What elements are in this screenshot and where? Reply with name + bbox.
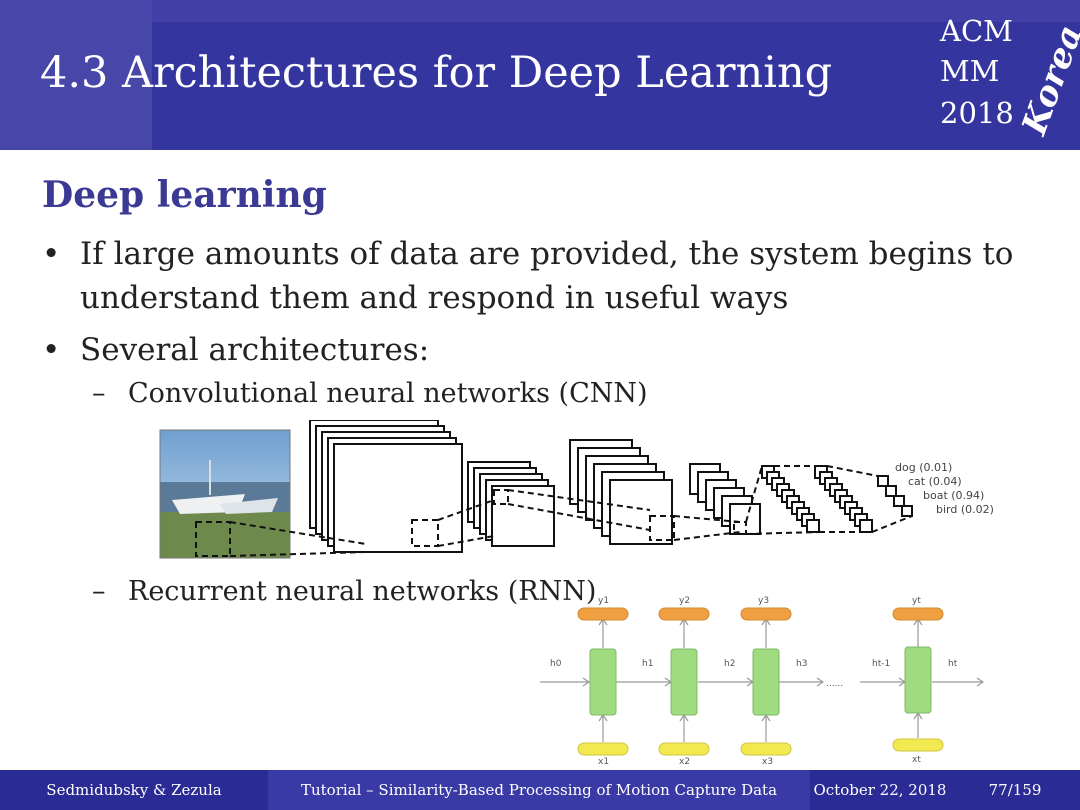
output-node xyxy=(658,607,710,621)
section-heading: Deep learning xyxy=(42,174,327,216)
input-label: x3 xyxy=(762,757,773,767)
output-label: y2 xyxy=(679,596,690,606)
bullet-dot: • xyxy=(42,332,61,368)
logo-acm: ACM xyxy=(940,14,1013,48)
footer-talk-title: Tutorial – Similarity-Based Processing o… xyxy=(268,770,810,810)
sub-bullet-text: Recurrent neural networks (RNN) xyxy=(128,576,597,607)
input-label: xt xyxy=(912,755,921,765)
sub-bullet-text: Convolutional neural networks (CNN) xyxy=(128,378,648,409)
output-label: y1 xyxy=(598,596,609,606)
logo-korea-script: Korea xyxy=(1014,20,1080,140)
hidden-label: h0 xyxy=(550,659,562,669)
bullet-dot: • xyxy=(42,236,61,272)
header-accent-band xyxy=(0,0,152,150)
input-label: x2 xyxy=(679,757,690,767)
fc-layer-1 xyxy=(761,465,820,533)
hidden-label: ht xyxy=(948,659,958,669)
footer-date: October 22, 2018 xyxy=(810,770,950,810)
class-label: cat (0.04) xyxy=(908,475,962,488)
footer-page-number: 77/159 xyxy=(950,770,1080,810)
output-label: yt xyxy=(912,596,921,606)
footer-authors: Sedmidubsky & Zezula xyxy=(0,770,268,810)
rnn-labels: y1 y2 y3 yt x1 x2 x3 xt h0 h1 h2 h3 ht-1… xyxy=(550,596,958,767)
rnn-outputs xyxy=(577,607,944,621)
header-top-strip xyxy=(152,0,1080,22)
hidden-label: h2 xyxy=(724,659,735,669)
rnn-cell xyxy=(670,648,698,716)
conv-layer-3 xyxy=(569,439,673,545)
conv-layer-4 xyxy=(689,463,761,535)
slide-footer: Sedmidubsky & Zezula Tutorial – Similari… xyxy=(0,770,1080,810)
output-nodes xyxy=(877,475,913,517)
input-node xyxy=(740,742,792,756)
bullet-text: Several architectures: xyxy=(80,332,430,368)
conv-layer-2 xyxy=(467,461,555,547)
logo-mm: MM xyxy=(940,54,1000,88)
fc-layer-2 xyxy=(814,465,873,533)
output-node xyxy=(577,607,629,621)
slide-header: 4.3 Architectures for Deep Learning ACM … xyxy=(0,0,1080,150)
hidden-label: h3 xyxy=(796,659,807,669)
slide-title: 4.3 Architectures for Deep Learning xyxy=(40,48,833,98)
conv-layer-1 xyxy=(309,420,463,553)
receptive-field-lines xyxy=(195,465,913,557)
class-label: dog (0.01) xyxy=(895,461,952,474)
class-label: bird (0.02) xyxy=(936,503,994,516)
ellipsis: ...... xyxy=(826,679,843,689)
input-node xyxy=(892,738,944,752)
dash-symbol: – xyxy=(92,576,106,607)
conference-logo: ACM MM 2018 Korea xyxy=(930,12,1080,140)
boat-photo xyxy=(159,429,291,559)
output-node xyxy=(892,607,944,621)
dash-symbol: – xyxy=(92,378,106,409)
output-label: y3 xyxy=(758,596,769,606)
class-label: boat (0.94) xyxy=(923,489,984,502)
input-node xyxy=(658,742,710,756)
input-label: x1 xyxy=(598,757,609,767)
output-node xyxy=(740,607,792,621)
rnn-cell xyxy=(904,646,932,714)
hidden-label: h1 xyxy=(642,659,653,669)
rnn-cell xyxy=(589,648,617,716)
bullet-text: If large amounts of data are provided, t… xyxy=(80,236,1014,316)
rnn-cell xyxy=(752,648,780,716)
logo-year: 2018 xyxy=(940,96,1014,130)
rnn-inputs xyxy=(577,738,944,756)
hidden-label: ht-1 xyxy=(872,659,890,669)
class-labels: dog (0.01) cat (0.04) boat (0.94) bird (… xyxy=(895,461,994,516)
rnn-arrows xyxy=(540,617,985,742)
rnn-diagram: y1 y2 y3 yt x1 x2 x3 xt h0 h1 h2 h3 ht-1… xyxy=(540,596,985,767)
input-node xyxy=(577,742,629,756)
rnn-cells xyxy=(589,646,932,716)
cnn-diagram: dog (0.01) cat (0.04) boat (0.94) bird (… xyxy=(159,420,994,559)
